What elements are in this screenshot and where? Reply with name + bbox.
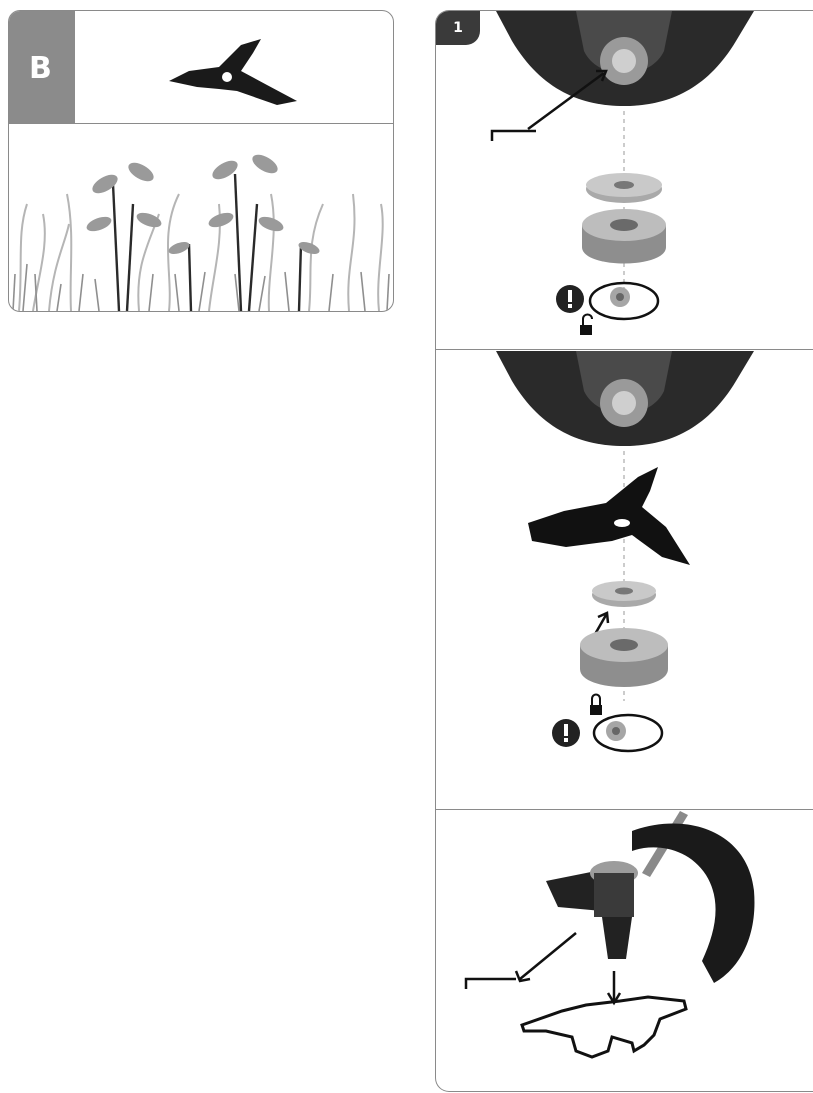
install-blade-illustration — [436, 351, 813, 809]
trimmer-with-guard-icon — [546, 811, 754, 983]
panel-b-header: B — [9, 11, 393, 124]
spool-cap-icon — [580, 628, 668, 687]
unlock-icon — [580, 315, 592, 336]
three-tooth-blade-icon — [528, 467, 690, 565]
trimmer-head-icon — [496, 11, 754, 106]
nut-icon — [606, 721, 626, 741]
washer-icon — [586, 173, 662, 203]
warning-icon — [552, 719, 580, 747]
remove-spool-illustration — [436, 11, 813, 349]
warning-icon — [556, 285, 584, 313]
panel-b-label: B — [29, 51, 52, 86]
panel-b: B — [8, 10, 394, 312]
rotation-arrow-icon — [594, 715, 662, 751]
trimmer-head-icon — [496, 351, 754, 446]
washer-icon — [592, 581, 656, 607]
section-divider — [436, 809, 813, 810]
section-divider — [436, 349, 813, 350]
lock-icon — [590, 695, 602, 716]
fit-guard-illustration — [436, 811, 813, 1089]
tall-weeds-grass-icon — [9, 124, 393, 311]
nut-icon — [610, 287, 630, 307]
arrow-icon — [466, 933, 620, 1003]
spool-cap-icon — [582, 209, 666, 264]
panel-b-tab: B — [9, 11, 75, 123]
three-tooth-blade-icon — [149, 33, 309, 113]
guard-outline-icon — [522, 997, 686, 1057]
panel-1: 1 — [435, 10, 813, 1092]
